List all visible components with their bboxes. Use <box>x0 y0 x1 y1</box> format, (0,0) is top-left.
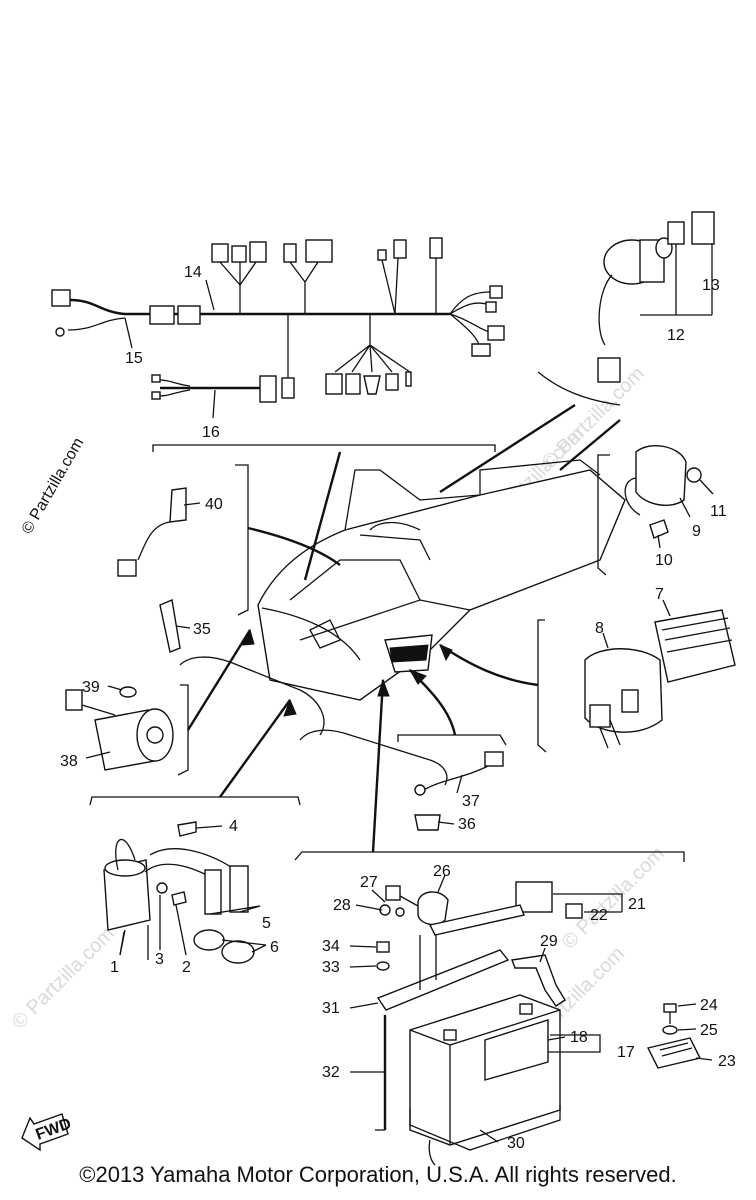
callout-12: 12 <box>667 327 685 344</box>
neutral-switch <box>414 751 504 831</box>
watermark-faint: © Partzilla.com <box>558 843 669 954</box>
callout-6: 6 <box>270 939 279 956</box>
watermark-faint: © Partzilla.com <box>8 923 119 1034</box>
switch-40 <box>117 487 187 653</box>
callout-28: 28 <box>333 897 351 914</box>
callout-37: 37 <box>462 793 480 810</box>
callout-4: 4 <box>229 818 238 835</box>
callout-16: 16 <box>202 424 220 441</box>
callout-31: 31 <box>322 1000 340 1017</box>
callout-11: 11 <box>710 503 727 520</box>
callout-8: 8 <box>595 620 604 637</box>
copyright-notice: ©2013 Yamaha Motor Corporation, U.S.A. A… <box>79 1162 677 1187</box>
callout-25: 25 <box>700 1022 718 1039</box>
callout-10: 10 <box>655 552 673 569</box>
callout-36: 36 <box>458 816 476 833</box>
callout-39: 39 <box>82 679 100 696</box>
watermark-side: © Partzilla.com <box>19 435 88 537</box>
callout-35: 35 <box>193 621 211 638</box>
regulator-cdi <box>584 609 736 749</box>
leader-lines <box>85 479 714 1143</box>
callout-23: 23 <box>718 1053 736 1070</box>
callout-30: 30 <box>507 1135 525 1152</box>
callout-numbers: 1 2 3 4 5 6 7 8 9 10 11 12 13 14 15 16 1… <box>60 264 736 1152</box>
callout-1: 1 <box>110 959 119 976</box>
bracket-lines <box>89 371 685 862</box>
battery-group <box>375 881 702 1166</box>
callout-3: 3 <box>155 951 164 968</box>
callout-29: 29 <box>540 933 558 950</box>
main-switch <box>597 211 715 383</box>
callout-34: 34 <box>322 938 340 955</box>
starter-relay <box>624 445 702 539</box>
callout-2: 2 <box>182 959 191 976</box>
starter-motor <box>65 686 174 771</box>
callout-18: 18 <box>570 1029 588 1046</box>
callout-14: 14 <box>184 264 202 281</box>
snowmobile-body <box>179 459 626 786</box>
callout-15: 15 <box>125 350 143 367</box>
callout-13: 13 <box>702 277 720 294</box>
callout-24: 24 <box>700 997 718 1014</box>
callout-21: 21 <box>628 896 646 913</box>
callout-7: 7 <box>655 586 664 603</box>
callout-9: 9 <box>692 523 701 540</box>
fwd-arrow: FWD <box>21 1113 74 1152</box>
harness-bracket <box>152 444 496 452</box>
callout-32: 32 <box>322 1064 340 1081</box>
wire-harness <box>51 237 505 419</box>
callout-38: 38 <box>60 753 78 770</box>
callout-22: 22 <box>590 907 608 924</box>
callout-33: 33 <box>322 959 340 976</box>
callout-26: 26 <box>433 863 451 880</box>
callout-17: 17 <box>617 1044 635 1061</box>
callout-40: 40 <box>205 496 223 513</box>
callout-5: 5 <box>262 915 271 932</box>
ignition-coil <box>103 821 255 964</box>
callout-27: 27 <box>360 874 378 891</box>
